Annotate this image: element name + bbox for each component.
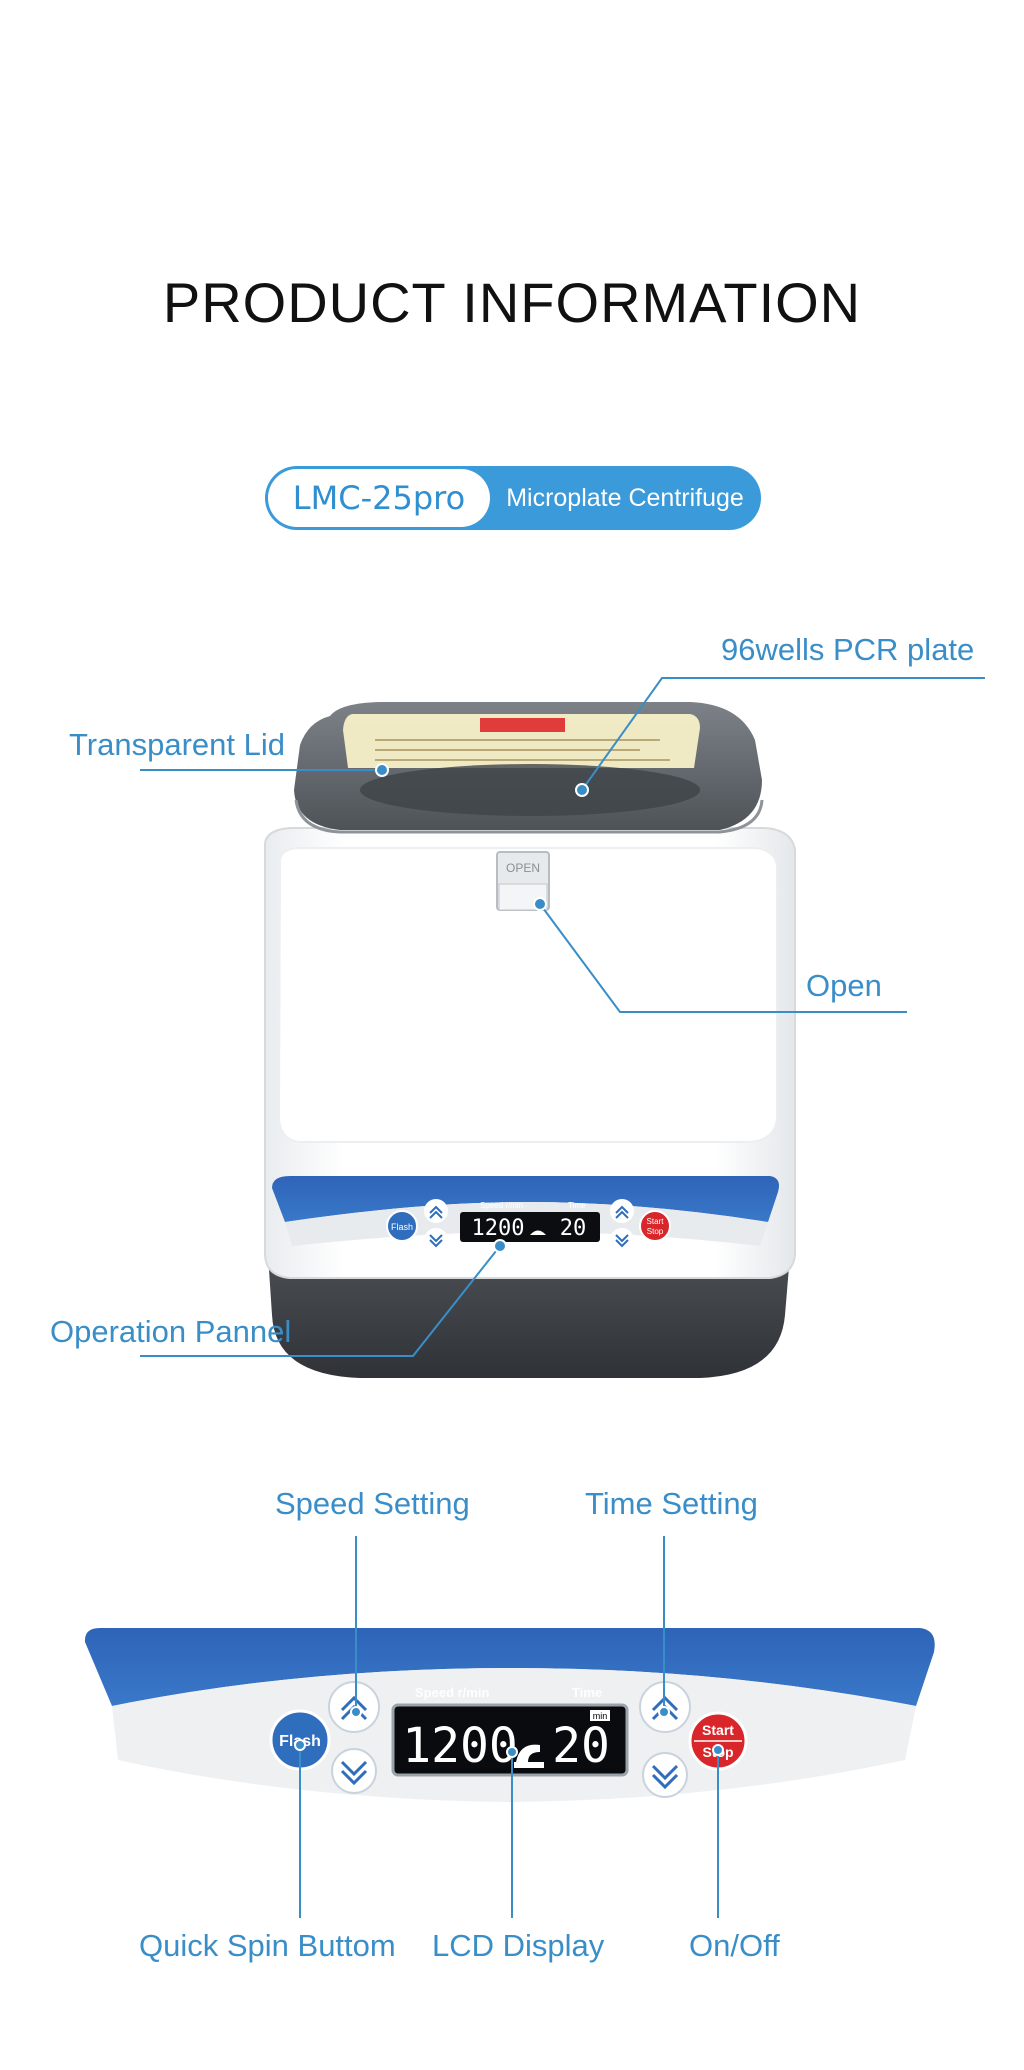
callout-transparent-lid: Transparent Lid <box>69 727 285 762</box>
panel-leader <box>140 1245 501 1357</box>
callout-operation-panel: Operation Pannel <box>50 1314 292 1349</box>
mini-stop-label: Stop <box>647 1227 664 1236</box>
speed-down-button <box>331 1748 377 1794</box>
mini-lcd-time: 20 <box>560 1216 587 1241</box>
latch-label: OPEN <box>506 861 540 875</box>
model-name: LMC-25pro <box>268 469 490 527</box>
callout-pcr-plate: 96wells PCR plate <box>721 632 975 667</box>
label-speed-setting: Speed Setting <box>275 1486 470 1521</box>
lcd-time-value: 20 <box>552 1718 610 1774</box>
callout-open: Open <box>806 968 882 1003</box>
label-quick-spin: Quick Spin Buttom <box>139 1928 396 1963</box>
mini-start-label: Start <box>647 1217 665 1226</box>
panel-blue-band <box>84 1628 935 1706</box>
mini-lcd-speed: 1200 <box>472 1216 525 1241</box>
mini-time-header: Time <box>568 1201 586 1210</box>
lcd-speed-value: 1200 <box>402 1718 518 1774</box>
control-band <box>272 1176 779 1222</box>
page-title: PRODUCT INFORMATION <box>162 271 862 334</box>
label-lcd-display: LCD Display <box>432 1928 605 1963</box>
time-header: Time <box>572 1685 602 1700</box>
start-label: Start <box>702 1722 734 1738</box>
mini-speed-header: Speed r/min <box>480 1201 523 1210</box>
lcd-rotor-icon <box>516 1744 540 1762</box>
model-description: Microplate Centrifuge <box>506 484 744 512</box>
label-time-setting: Time Setting <box>585 1486 758 1521</box>
device-base <box>268 1255 790 1378</box>
time-down-button <box>642 1752 688 1798</box>
mini-flash-label: Flash <box>391 1222 413 1232</box>
speed-header: Speed r/min <box>415 1685 489 1700</box>
open-leader <box>539 903 907 1013</box>
label-on-off: On/Off <box>689 1928 780 1963</box>
lcd-display <box>391 1703 629 1777</box>
plate-leader <box>581 677 985 791</box>
lcd-time-unit: min <box>593 1711 608 1721</box>
